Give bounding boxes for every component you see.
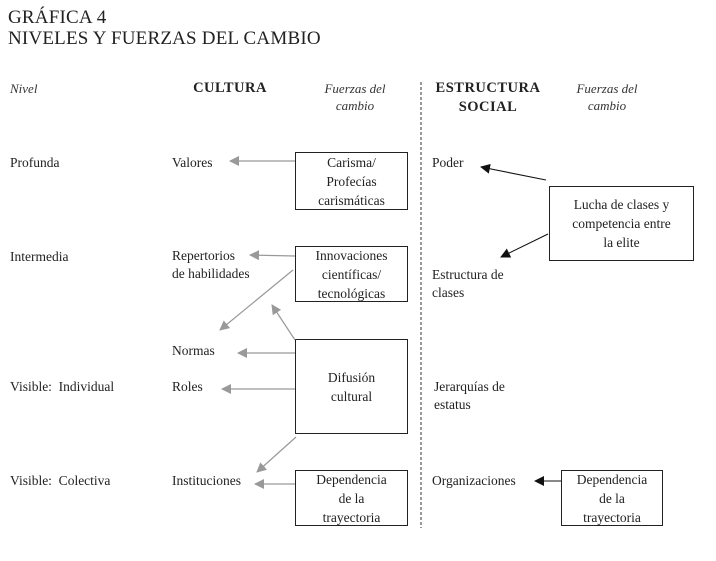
header-nivel: Nivel — [10, 81, 38, 96]
culture-instituciones: Instituciones — [172, 473, 241, 488]
estructura-clases-line2: clases — [432, 285, 465, 300]
force-box-innovaciones: Innovaciones científicas/ tecnológicas — [295, 246, 408, 302]
header-fuerzas-cultura-line1: Fuerzas del — [324, 81, 386, 96]
dependencia-cultura-line3: trayectoria — [322, 509, 381, 525]
arrow-difusion-to-innovaciones — [271, 304, 296, 341]
structure-jerarquias: Jerarquías de estatus — [434, 378, 505, 414]
header-fuerzas-estructura-line2: cambio — [587, 98, 627, 113]
innovaciones-line2: científicas/ — [321, 266, 382, 282]
header-fuerzas-estructura-line1: Fuerzas del — [576, 81, 638, 96]
culture-repertorios: Repertorios de habilidades — [172, 247, 250, 283]
header-fuerzas-estructura: Fuerzas del cambio — [552, 80, 662, 114]
difusion-line1: Difusión — [327, 369, 376, 385]
culture-roles: Roles — [172, 379, 203, 394]
force-box-dependencia-cultura: Dependencia de la trayectoria — [295, 470, 408, 526]
level-profunda: Profunda — [10, 155, 60, 170]
structure-poder: Poder — [432, 155, 464, 170]
carisma-line1: Carisma/ — [327, 154, 376, 170]
arrow-innovaciones-to-normas — [219, 269, 294, 331]
figure-caption: NIVELES Y FUERZAS DEL CAMBIO — [8, 28, 321, 49]
arrow-lucha-to-estructura-clases — [500, 233, 549, 258]
structure-estructura-clases: Estructura de clases — [432, 266, 504, 302]
header-fuerzas-cultura-line2: cambio — [335, 98, 375, 113]
level-visible-individual: Visible: Individual — [10, 379, 115, 394]
culture-normas: Normas — [172, 343, 215, 358]
header-estructura-line2: SOCIAL — [458, 99, 518, 115]
level-intermedia: Intermedia — [10, 249, 69, 264]
difusion-line2: cultural — [330, 388, 373, 404]
lucha-line2: competencia entre — [572, 216, 671, 231]
dependencia-estructura-line2: de la — [599, 490, 625, 506]
jerarquias-line2: estatus — [434, 397, 471, 412]
level-visible-colectiva: Visible: Colectiva — [10, 473, 111, 488]
lucha-line1: Lucha de clases y — [573, 197, 670, 212]
force-box-dependencia-estructura: Dependencia de la trayectoria — [561, 470, 663, 526]
force-box-carisma: Carisma/ Profecías carismáticas — [295, 152, 408, 210]
structure-organizaciones: Organizaciones — [432, 473, 516, 488]
carisma-line3: carismáticas — [318, 192, 385, 208]
arrow-difusion-to-instituciones — [256, 436, 297, 473]
estructura-clases-line1: Estructura de — [432, 267, 504, 282]
force-box-lucha-clases: Lucha de clases y competencia entre la e… — [549, 186, 694, 261]
arrow-innovaciones-to-repertorios — [249, 250, 296, 261]
jerarquias-line1: Jerarquías de — [434, 379, 505, 394]
culture-repertorios-line2: de habilidades — [172, 266, 250, 281]
header-cultura: CULTURA — [193, 80, 267, 96]
figure-number: GRÁFICA 4 — [8, 7, 107, 28]
force-box-difusion-cultural: Difusión cultural — [295, 339, 408, 434]
header-fuerzas-cultura: Fuerzas del cambio — [300, 80, 410, 114]
dependencia-estructura-line1: Dependencia — [576, 471, 648, 487]
dependencia-cultura-line2: de la — [338, 490, 365, 506]
innovaciones-line1: Innovaciones — [315, 247, 388, 263]
culture-valores: Valores — [172, 155, 213, 170]
header-estructura-social: ESTRUCTURA SOCIAL — [428, 79, 548, 117]
lucha-line3: la elite — [603, 235, 640, 250]
header-estructura-line1: ESTRUCTURA — [435, 80, 541, 96]
culture-repertorios-line1: Repertorios — [172, 248, 235, 263]
dependencia-cultura-line1: Dependencia — [316, 471, 387, 487]
dependencia-estructura-line3: trayectoria — [583, 509, 641, 525]
innovaciones-line3: tecnológicas — [317, 285, 386, 301]
arrow-lucha-to-poder — [480, 163, 547, 181]
carisma-line2: Profecías — [326, 173, 377, 189]
figure-title: GRÁFICA 4 NIVELES Y FUERZAS DEL CAMBIO — [8, 7, 321, 49]
